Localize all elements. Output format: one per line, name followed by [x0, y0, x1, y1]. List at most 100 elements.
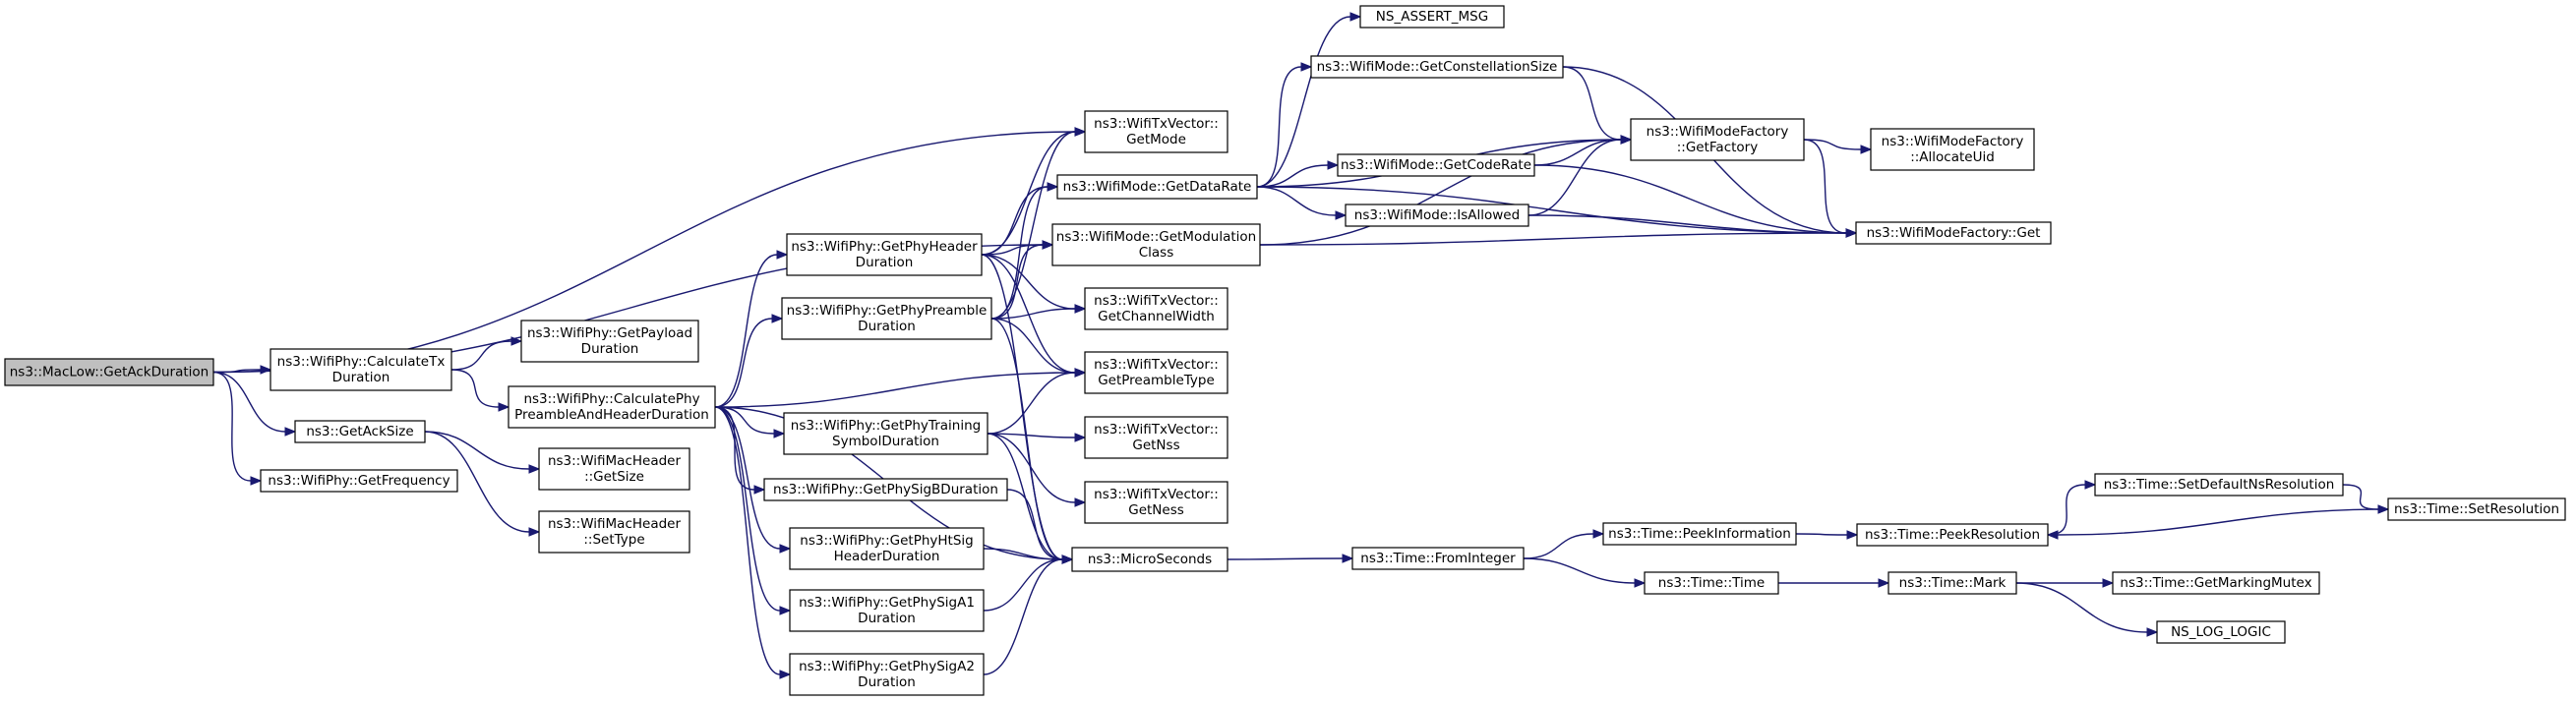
node-is-allowed[interactable]: ns3::WifiMode::IsAllowed — [1345, 204, 1529, 227]
node-mark[interactable]: ns3::Time::Mark — [1887, 571, 2017, 595]
node-box — [783, 412, 988, 455]
node-box — [538, 510, 690, 554]
node-peek-information[interactable]: ns3::Time::PeekInformation — [1602, 522, 1797, 546]
node-get-ness[interactable]: ns3::WifiTxVector::GetNess — [1084, 481, 1228, 524]
arrow-head-icon — [1846, 530, 1859, 540]
node-get-phy-training-symbol-duration[interactable]: ns3::WifiPhy::GetPhyTrainingSymbolDurati… — [783, 412, 988, 455]
arrow-head-icon — [1620, 135, 1633, 145]
node-factory-get[interactable]: ns3::WifiModeFactory::Get — [1855, 221, 2052, 245]
node-label: ns3::WifiTxVector:: — [1094, 357, 1219, 373]
edge-line — [1533, 164, 1847, 234]
node-label: ns3::WifiPhy::GetFrequency — [268, 473, 449, 489]
node-label: ns3::WifiMacHeader — [548, 516, 682, 532]
edge-get-phy-preamble-duration-to-tx-get-mode — [990, 127, 1087, 320]
edge-from-integer-to-peek-information — [1523, 529, 1605, 559]
edge-line — [1528, 139, 1622, 216]
node-label: GetMode — [1126, 132, 1186, 147]
node-label: ns3::Time::SetDefaultNsResolution — [2104, 477, 2335, 493]
node-get-marking-mutex[interactable]: ns3::Time::GetMarkingMutex — [2112, 571, 2320, 595]
node-box — [1887, 571, 2017, 595]
node-from-integer[interactable]: ns3::Time::FromInteger — [1351, 547, 1525, 570]
edge-line — [212, 371, 252, 482]
node-get-preamble-type[interactable]: ns3::WifiTxVector::GetPreambleType — [1084, 351, 1228, 394]
node-get-ack-duration[interactable]: ns3::MacLow::GetAckDuration — [4, 358, 214, 386]
arrow-head-icon — [771, 314, 784, 323]
node-label: ns3::WifiModeFactory::Get — [1867, 225, 2041, 241]
node-label: ns3::WifiPhy::CalculatePhy — [523, 391, 699, 407]
node-box — [270, 348, 452, 391]
edge-get-data-rate-to-get-constellation-size — [1256, 62, 1313, 188]
node-factory-allocate-uid[interactable]: ns3::WifiModeFactory::AllocateUid — [1870, 128, 2035, 171]
node-micro-seconds[interactable]: ns3::MicroSeconds — [1071, 547, 1228, 572]
node-get-code-rate[interactable]: ns3::WifiMode::GetCodeRate — [1337, 153, 1535, 177]
node-label: ::AllocateUid — [1910, 149, 1995, 165]
node-ns-log-logic[interactable]: NS_LOG_LOGIC — [2156, 620, 2286, 644]
arrow-head-icon — [779, 606, 792, 615]
node-box — [260, 469, 458, 493]
node-set-resolution[interactable]: ns3::Time::SetResolution — [2387, 497, 2566, 521]
node-label: ns3::WifiMode::GetCodeRate — [1341, 157, 1531, 173]
node-box — [1855, 221, 2052, 245]
node-label: ns3::WifiTxVector:: — [1094, 116, 1219, 132]
node-get-constellation-size[interactable]: ns3::WifiMode::GetConstellationSize — [1310, 55, 1564, 79]
node-time-time[interactable]: ns3::Time::Time — [1644, 571, 1779, 595]
node-factory-get-factory[interactable]: ns3::WifiModeFactory::GetFactory — [1630, 118, 1805, 161]
node-box — [2156, 620, 2286, 644]
arrow-head-icon — [1860, 145, 1873, 154]
node-label: ns3::WifiTxVector:: — [1094, 422, 1219, 438]
edge-line — [714, 406, 781, 550]
node-box — [786, 233, 983, 276]
node-label: Duration — [858, 674, 916, 690]
node-box — [781, 297, 992, 340]
node-label: ns3::Time::Mark — [1899, 575, 2007, 591]
node-tx-get-mode[interactable]: ns3::WifiTxVector::GetMode — [1084, 110, 1228, 153]
node-get-nss[interactable]: ns3::WifiTxVector::GetNss — [1084, 416, 1228, 459]
arrow-head-icon — [773, 429, 786, 438]
edge-calc-preamble-header-to-get-phy-sig-a1-duration — [714, 406, 792, 615]
edge-line — [1803, 139, 1862, 150]
node-mac-hdr-set-type[interactable]: ns3::WifiMacHeader::SetType — [538, 510, 690, 554]
node-label: ns3::WifiModeFactory — [1647, 124, 1789, 140]
edge-factory-get-factory-to-factory-allocate-uid — [1803, 139, 1873, 154]
node-box — [1337, 153, 1535, 177]
edge-line — [2047, 484, 2086, 536]
node-calc-preamble-header[interactable]: ns3::WifiPhy::CalculatePhyPreambleAndHea… — [508, 385, 716, 429]
node-get-frequency[interactable]: ns3::WifiPhy::GetFrequency — [260, 469, 458, 493]
arrow-head-icon — [2084, 480, 2097, 490]
edge-calc-preamble-header-to-get-phy-preamble-duration — [714, 314, 784, 408]
arrow-head-icon — [250, 476, 263, 486]
node-box — [1602, 522, 1797, 546]
node-label: ns3::WifiPhy::GetPhySigBDuration — [773, 482, 998, 497]
node-mac-hdr-get-size[interactable]: ns3::WifiMacHeader::GetSize — [538, 447, 690, 491]
node-set-default-ns-resolution[interactable]: ns3::Time::SetDefaultNsResolution — [2094, 473, 2344, 497]
node-label: NS_ASSERT_MSG — [1376, 9, 1488, 25]
node-peek-resolution[interactable]: ns3::Time::PeekResolution — [1856, 523, 2049, 547]
node-label: ::SetType — [583, 532, 644, 548]
node-label: GetChannelWidth — [1098, 309, 1215, 324]
node-get-data-rate[interactable]: ns3::WifiMode::GetDataRate — [1056, 174, 1258, 200]
node-get-phy-sig-bduration[interactable]: ns3::WifiPhy::GetPhySigBDuration — [763, 478, 1008, 501]
node-ns-assert-msg[interactable]: NS_ASSERT_MSG — [1359, 5, 1505, 29]
node-label: HeaderDuration — [834, 549, 940, 564]
edge-mark-to-ns-log-logic — [2015, 582, 2159, 637]
edge-line — [983, 558, 1063, 675]
edge-line — [981, 254, 1076, 374]
node-get-ack-size[interactable]: ns3::GetAckSize — [294, 420, 426, 443]
node-label: ns3::GetAckSize — [306, 424, 413, 439]
node-label: ns3::WifiPhy::GetPhyTraining — [791, 418, 981, 434]
node-box — [1310, 55, 1564, 79]
node-label: Duration — [581, 341, 639, 357]
node-get-channel-width[interactable]: ns3::WifiTxVector::GetChannelWidth — [1084, 287, 1228, 330]
node-box — [1359, 5, 1505, 29]
node-box — [789, 589, 985, 632]
node-label: ns3::Time::GetMarkingMutex — [2120, 575, 2311, 591]
